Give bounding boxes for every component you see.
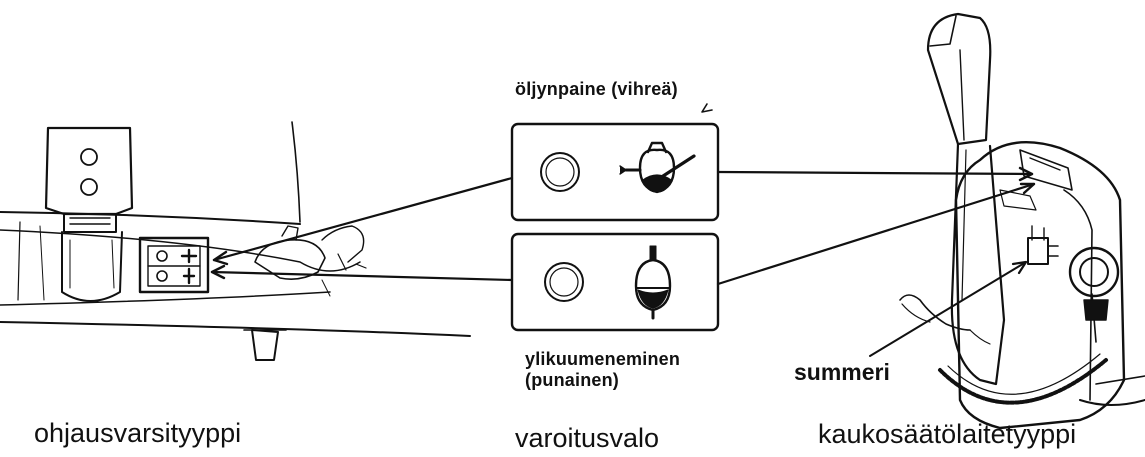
warning-light-caption: varoitusvalo bbox=[515, 423, 660, 453]
overheat-label-line1: ylikuumeneminen bbox=[525, 349, 681, 369]
oil-can-icon bbox=[619, 141, 696, 194]
tiller-type-caption: ohjausvarsityyppi bbox=[34, 418, 242, 448]
remote-type-caption: kaukosäätölaitetyyppi bbox=[818, 419, 1077, 449]
buzzer-leader-arrow bbox=[869, 260, 1028, 357]
oil-pressure-panel bbox=[510, 122, 720, 222]
buzzer-label: summeri bbox=[794, 359, 890, 385]
remote-control-illustration bbox=[899, 12, 1145, 430]
overheat-panel bbox=[510, 232, 720, 332]
pointer-mark bbox=[701, 103, 713, 113]
thermometer-bulb-icon bbox=[634, 245, 672, 320]
tiller-connector-arrows bbox=[210, 176, 514, 282]
remote-connector-arrows bbox=[716, 166, 1036, 286]
oil-pressure-label: öljynpaine (vihreä) bbox=[515, 79, 678, 99]
overheat-label-line2: (punainen) bbox=[525, 370, 619, 390]
tiller-engine-illustration bbox=[0, 121, 471, 361]
